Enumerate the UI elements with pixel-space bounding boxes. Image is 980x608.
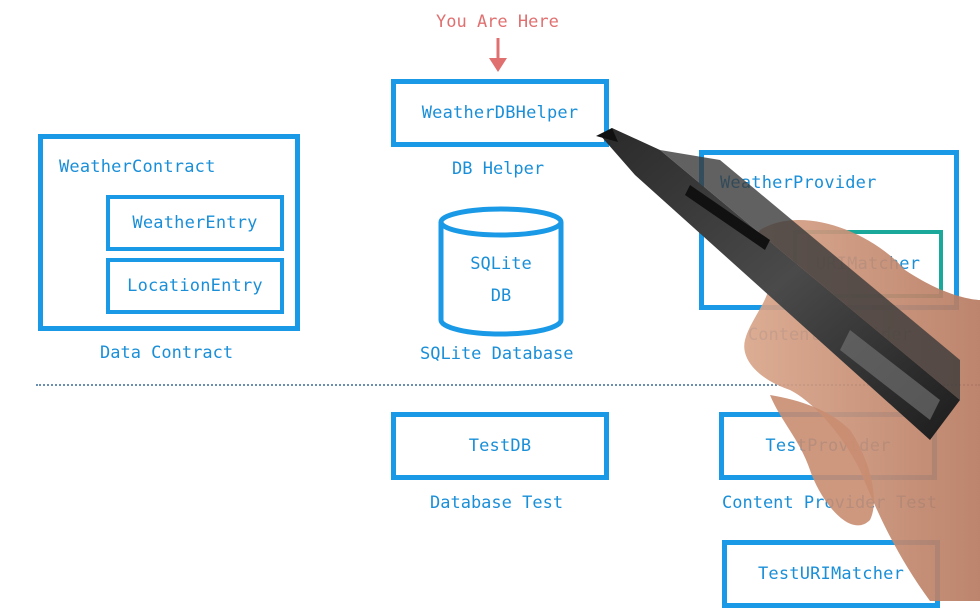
db-helper-caption: DB Helper [452,159,545,179]
content-provider-caption: Content Provider [748,325,912,345]
weather-entry-box: WeatherEntry [106,195,284,251]
content-provider-test-caption: Content Provider Test [722,493,937,513]
test-db-label: TestDB [468,436,532,456]
test-uri-matcher-label: TestURIMatcher [757,564,905,584]
you-are-here-label: You Are Here [436,12,559,32]
test-db-box: TestDB [391,412,609,480]
test-provider-label: TestProvider [765,436,891,456]
weather-contract-box: WeatherContract [38,134,300,331]
weather-db-helper-label: WeatherDBHelper [421,103,579,123]
database-cylinder-icon [438,206,564,337]
test-provider-box: TestProvider [719,412,937,480]
data-contract-caption: Data Contract [100,343,234,363]
uri-matcher-box: URIMatcher [793,230,943,298]
sqlite-db-line2: DB [490,286,512,306]
down-arrow-icon [489,38,507,72]
weather-contract-label: WeatherContract [59,157,216,177]
uri-matcher-label: URIMatcher [815,254,921,274]
location-entry-box: LocationEntry [106,258,284,314]
sqlite-db-line1: SQLite [470,254,532,274]
sqlite-database-caption: SQLite Database [420,344,574,364]
weather-entry-label: WeatherEntry [132,213,258,233]
location-entry-label: LocationEntry [127,276,263,296]
test-uri-matcher-box: TestURIMatcher [722,540,940,608]
weather-db-helper-box: WeatherDBHelper [391,79,609,147]
section-divider [36,384,980,386]
database-test-caption: Database Test [430,493,564,513]
weather-provider-label: WeatherProvider [720,173,877,193]
